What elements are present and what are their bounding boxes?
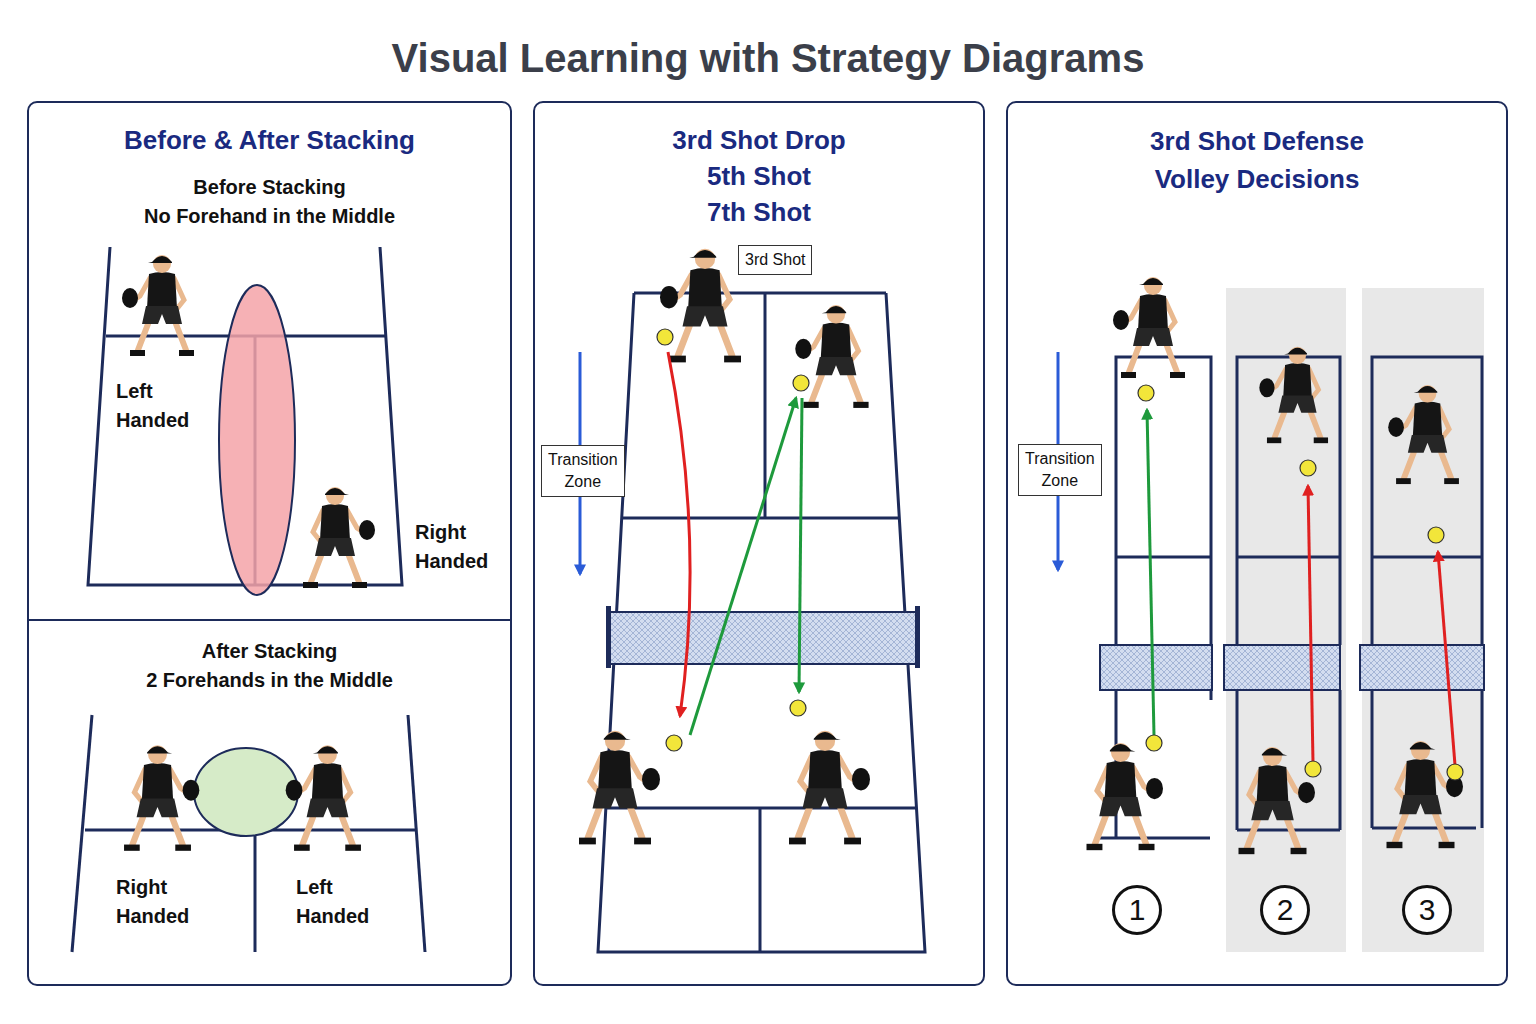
sideline [72, 715, 92, 952]
box-text: After Stacking [29, 637, 510, 666]
hand-label: Left Handed [116, 377, 189, 435]
court-column [1237, 357, 1340, 830]
net [1360, 645, 1484, 690]
player-figure [789, 731, 870, 845]
player-figure [1259, 347, 1328, 443]
kitchen-line [622, 517, 899, 520]
panel-heading: 5th Shot [535, 158, 983, 194]
player-figure [1087, 743, 1164, 850]
panel-heading: 7th Shot [535, 194, 983, 230]
net [609, 612, 917, 664]
zone-tag: Transition Zone [1018, 444, 1102, 496]
sideline [408, 715, 425, 952]
net [1100, 645, 1212, 690]
ball [1300, 460, 1316, 476]
net [1224, 645, 1340, 690]
player-figure [286, 745, 361, 851]
callout-number-text: 1 [1129, 895, 1146, 925]
player-figure [1113, 277, 1185, 378]
hand-label: Right Handed [116, 873, 189, 931]
ball [666, 735, 682, 751]
forehand-zone [194, 748, 298, 836]
player-figure [579, 731, 660, 845]
box-text: Transition Zone [1025, 448, 1095, 492]
callout-number: 2 [1260, 885, 1310, 935]
player-figure [1388, 385, 1459, 484]
hand-label: Left Handed [296, 873, 369, 931]
shot-arrow [668, 352, 690, 716]
ball [790, 700, 806, 716]
ball [1138, 385, 1154, 401]
player-figure [303, 487, 375, 588]
callout-number: 3 [1402, 885, 1452, 935]
court-outline [598, 293, 925, 952]
strategy-panel: 3rd Shot DefenseVolley DecisionsTransiti… [1006, 101, 1508, 986]
diagram-title: Visual Learning with Strategy Diagrams [0, 32, 1536, 84]
shot-arrow [799, 398, 802, 692]
panel-heading: 3rd Shot Drop [535, 122, 983, 158]
ball [1447, 764, 1463, 780]
center-line [254, 830, 257, 952]
panel-heading: Volley Decisions [1008, 160, 1506, 198]
panel-heading: 3rd Shot Defense [1008, 122, 1506, 160]
box-text: 3rd Shot [745, 249, 805, 271]
player-figure [1387, 741, 1464, 848]
panel-heading: Before & After Stacking [29, 122, 510, 158]
box-text: Transition Zone [548, 449, 618, 493]
player-figure [122, 255, 194, 356]
net-post [915, 606, 920, 668]
callout-number-text: 3 [1419, 895, 1436, 925]
shot-arrow [1308, 486, 1313, 762]
hand-label: Right Handed [415, 518, 488, 576]
shot-arrow [1147, 410, 1154, 735]
center-line [764, 293, 767, 518]
center-line [759, 808, 762, 952]
box-text: Before Stacking [29, 173, 510, 202]
strategy-panel: 3rd Shot Drop5th Shot7th Shot 3rd ShotTra… [533, 101, 985, 986]
ball [1146, 735, 1162, 751]
zone-tag: Transition Zone [541, 445, 625, 497]
ball [1428, 527, 1444, 543]
column-shade [1362, 288, 1484, 952]
shot-tag: 3rd Shot [738, 245, 812, 275]
court-lines [598, 293, 925, 952]
column-shade [1226, 288, 1346, 952]
callout-number: 1 [1112, 885, 1162, 935]
middle-gap-zone [219, 285, 295, 595]
shot-arrow [690, 398, 796, 735]
player-figure [795, 305, 868, 408]
player-figure [124, 745, 199, 851]
player-figure [1239, 747, 1316, 854]
ball [1305, 761, 1321, 777]
box-text: 2 Forehands in the Middle [29, 666, 510, 695]
net-post [606, 606, 611, 668]
player-figure [660, 249, 741, 363]
shot-arrow [1438, 552, 1455, 765]
court-lines [72, 715, 425, 952]
panel-section: After Stacking2 Forehands in the Middle [29, 621, 510, 984]
ball [793, 375, 809, 391]
box-text: No Forehand in the Middle [29, 202, 510, 231]
callout-number-text: 2 [1277, 895, 1294, 925]
strategy-panel: Before & After StackingBefore StackingNo… [27, 101, 512, 986]
ball [657, 329, 673, 345]
